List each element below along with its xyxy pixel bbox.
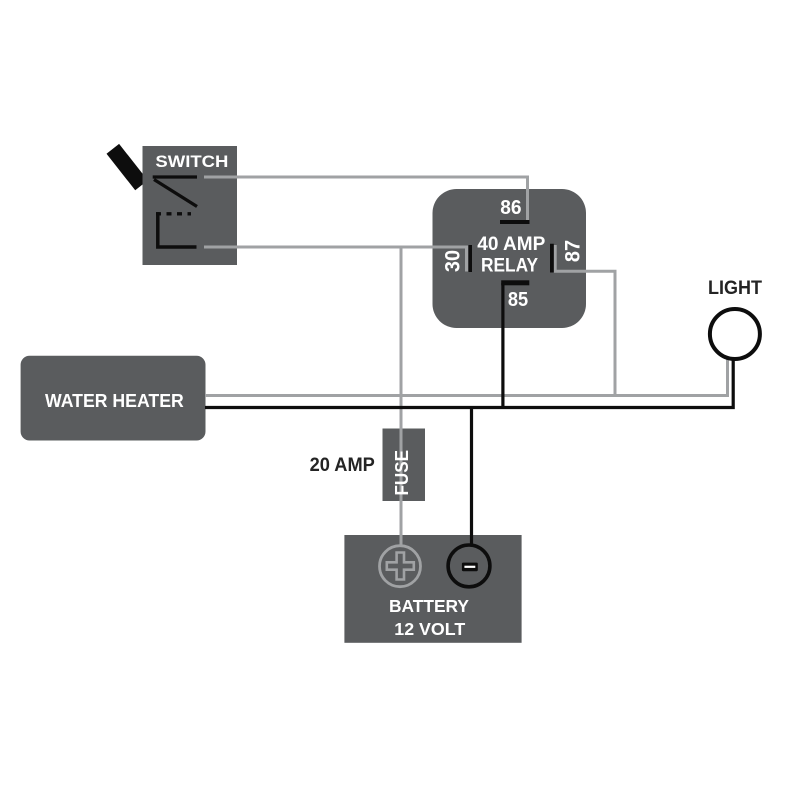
svg-text:WATER HEATER: WATER HEATER	[45, 390, 184, 411]
svg-text:FUSE: FUSE	[391, 450, 412, 496]
svg-text:30: 30	[441, 250, 465, 272]
svg-text:LIGHT: LIGHT	[708, 277, 762, 299]
svg-text:BATTERY: BATTERY	[389, 596, 469, 616]
svg-text:87: 87	[561, 240, 585, 262]
svg-text:85: 85	[508, 289, 528, 311]
svg-text:20 AMP: 20 AMP	[310, 454, 375, 476]
svg-text:40 AMP: 40 AMP	[477, 233, 545, 255]
svg-text:86: 86	[500, 197, 521, 219]
svg-text:12 VOLT: 12 VOLT	[394, 619, 465, 639]
svg-text:SWITCH: SWITCH	[155, 152, 228, 171]
svg-text:RELAY: RELAY	[481, 255, 538, 277]
